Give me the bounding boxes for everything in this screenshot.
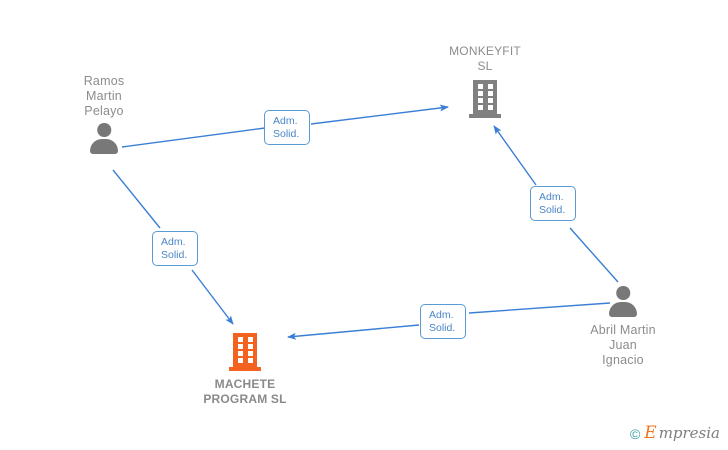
person-icon-head bbox=[616, 286, 630, 300]
building-icon-window bbox=[487, 91, 493, 96]
edge-line-abril-to-monkeyfit-2 bbox=[493, 125, 537, 186]
edge-line-ramos-to-monkeyfit-2 bbox=[310, 104, 449, 125]
company-node-machete-label: MACHETE PROGRAM SL bbox=[203, 377, 287, 406]
building-icon-window bbox=[477, 91, 483, 96]
person-icon-head bbox=[97, 123, 111, 137]
edge-line-ramos-to-monkeyfit bbox=[121, 127, 266, 148]
person-icon bbox=[87, 123, 121, 154]
edge-line-ramos-to-machete bbox=[112, 169, 161, 229]
building-icon-window bbox=[487, 84, 493, 89]
building-icon-base bbox=[469, 114, 501, 118]
edge-line-abril-to-machete-2 bbox=[287, 324, 420, 340]
company-node-machete-program-sl[interactable]: MACHETE PROGRAM SL bbox=[165, 333, 325, 407]
building-icon-window bbox=[247, 337, 253, 342]
building-icon-window bbox=[247, 358, 253, 363]
building-icon-window bbox=[247, 351, 253, 356]
building-icon-tower bbox=[233, 333, 257, 368]
building-icon-window bbox=[487, 105, 493, 110]
copyright-icon: © bbox=[629, 425, 641, 442]
edge-label-ramos-to-machete[interactable]: Adm. Solid. bbox=[152, 231, 198, 266]
edge-line-abril-to-machete bbox=[468, 302, 611, 314]
building-icon-window bbox=[477, 84, 483, 89]
building-icon-window bbox=[237, 351, 243, 356]
building-icon-window bbox=[477, 105, 483, 110]
edge-line-ramos-to-machete-2 bbox=[191, 269, 234, 325]
building-icon bbox=[469, 80, 501, 118]
building-icon-window bbox=[237, 344, 243, 349]
brand-name: mpresia bbox=[658, 424, 720, 442]
person-node-abril-martin-juan-ignacio[interactable]: Abril Martin Juan Ignacio bbox=[543, 286, 703, 368]
person-icon bbox=[606, 286, 640, 317]
building-icon-tower bbox=[473, 80, 497, 115]
building-icon-window bbox=[487, 98, 493, 103]
building-icon-window bbox=[237, 358, 243, 363]
building-icon bbox=[229, 333, 261, 371]
edge-line-abril-to-monkeyfit bbox=[569, 227, 619, 283]
edge-label-abril-to-monkeyfit[interactable]: Adm. Solid. bbox=[530, 186, 576, 221]
empresia-watermark: © E mpresia bbox=[630, 425, 720, 442]
person-icon-body bbox=[609, 302, 637, 317]
brand-initial: E bbox=[644, 423, 657, 443]
building-icon-window bbox=[237, 337, 243, 342]
company-node-monkeyfit-sl[interactable]: MONKEYFIT SL bbox=[405, 44, 565, 118]
edge-label-abril-to-machete[interactable]: Adm. Solid. bbox=[420, 304, 466, 339]
person-node-ramos-label: Ramos Martin Pelayo bbox=[83, 74, 125, 118]
person-icon-body bbox=[90, 139, 118, 154]
person-node-ramos-martin-pelayo[interactable]: Ramos Martin Pelayo bbox=[24, 74, 184, 154]
edge-label-ramos-to-monkeyfit[interactable]: Adm. Solid. bbox=[264, 110, 310, 145]
company-node-monkeyfit-label: MONKEYFIT SL bbox=[449, 44, 521, 73]
person-node-abril-label: Abril Martin Juan Ignacio bbox=[590, 323, 656, 367]
building-icon-base bbox=[229, 367, 261, 371]
building-icon-window bbox=[247, 344, 253, 349]
building-icon-window bbox=[477, 98, 483, 103]
